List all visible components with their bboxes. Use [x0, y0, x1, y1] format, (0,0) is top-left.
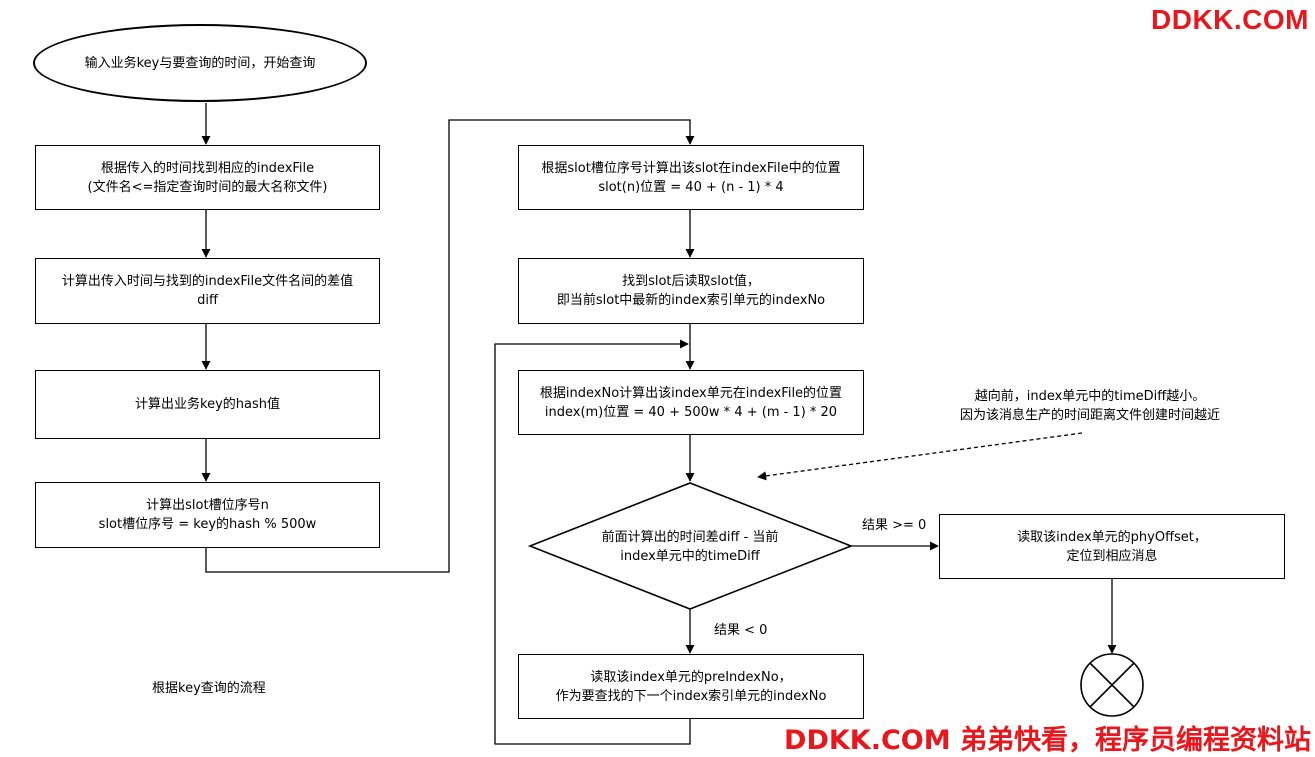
step-line: 根据indexNo计算出该index单元在indexFile的位置 — [539, 385, 843, 401]
watermark-bottom: DDKK.COM 弟弟快看，程序员编程资料站 — [784, 725, 1311, 756]
step-line: diff — [197, 293, 218, 308]
decision-line: index单元中的timeDiff — [620, 549, 760, 564]
edge-label-no: 结果 < 0 — [714, 623, 768, 638]
decision-text: 前面计算出的时间差diff - 当前 index单元中的timeDiff — [560, 528, 820, 566]
step-line: 根据传入的时间找到相应的indexFile — [100, 160, 315, 176]
step-line: 读取该index单元的preIndexNo， — [590, 669, 792, 685]
step-line: 计算出业务key的hash值 — [135, 397, 280, 412]
step-index-position: 根据indexNo计算出该index单元在indexFile的位置 index(… — [518, 370, 864, 435]
step-line: slot槽位序号 = key的hash % 500w — [98, 517, 317, 532]
step-calc-hash: 计算出业务key的hash值 — [35, 370, 380, 439]
step-line: 读取该index单元的phyOffset， — [1017, 529, 1207, 545]
decision-diamond — [527, 482, 854, 610]
edge-next-loop-back — [494, 339, 691, 745]
step-find-indexfile: 根据传入的时间找到相应的indexFile (文件名<=指定查询时间的最大名称文… — [35, 145, 380, 210]
note-line: 因为该消息生产的时间距离文件创建时间越近 — [959, 408, 1220, 423]
step-line: 计算出传入时间与找到的indexFile文件名间的差值 — [61, 274, 354, 289]
step-line: 计算出slot槽位序号n — [146, 498, 269, 513]
step-line: index(m)位置 = 40 + 500w * 4 + (m - 1) * 2… — [544, 404, 838, 420]
step-line: 定位到相应消息 — [1066, 548, 1158, 564]
step-line: 根据slot槽位序号计算出该slot在indexFile中的位置 — [541, 160, 841, 176]
step-line: 即当前slot中最新的index索引单元的indexNo — [556, 293, 826, 308]
step-line: 找到slot后读取slot值， — [622, 274, 760, 289]
step-line: 作为要查找的下一个index索引单元的indexNo — [555, 688, 827, 704]
edge-step4-to-mid1 — [205, 119, 695, 573]
step-line: (文件名<=指定查询时间的最大名称文件) — [87, 179, 328, 195]
start-ellipse: 输入业务key与要查询的时间，开始查询 — [33, 24, 367, 102]
note-arrow — [757, 432, 1083, 481]
timediff-note: 越向前，index单元中的timeDiff越小。 因为该消息生产的时间距离文件创… — [920, 387, 1260, 425]
edge-label-yes: 结果 >= 0 — [862, 518, 927, 533]
watermark-top: DDKK.COM — [1151, 4, 1309, 35]
note-line: 越向前，index单元中的timeDiff越小。 — [974, 389, 1206, 404]
step-line: slot(n)位置 = 40 + (n - 1) * 4 — [598, 179, 784, 195]
end-terminator — [1080, 653, 1144, 717]
diagram-caption: 根据key查询的流程 — [152, 681, 266, 696]
step-calc-diff: 计算出传入时间与找到的indexFile文件名间的差值 diff — [35, 258, 380, 324]
step-slot-position: 根据slot槽位序号计算出该slot在indexFile中的位置 slot(n)… — [518, 145, 864, 210]
step-read-preindexno: 读取该index单元的preIndexNo， 作为要查找的下一个index索引单… — [518, 654, 864, 719]
step-read-slot: 找到slot后读取slot值， 即当前slot中最新的index索引单元的ind… — [518, 258, 864, 324]
step-read-phyoffset: 读取该index单元的phyOffset， 定位到相应消息 — [939, 514, 1285, 579]
start-text: 输入业务key与要查询的时间，开始查询 — [84, 55, 316, 71]
decision-line: 前面计算出的时间差diff - 当前 — [601, 530, 779, 545]
step-calc-slot: 计算出slot槽位序号n slot槽位序号 = key的hash % 500w — [35, 482, 380, 548]
